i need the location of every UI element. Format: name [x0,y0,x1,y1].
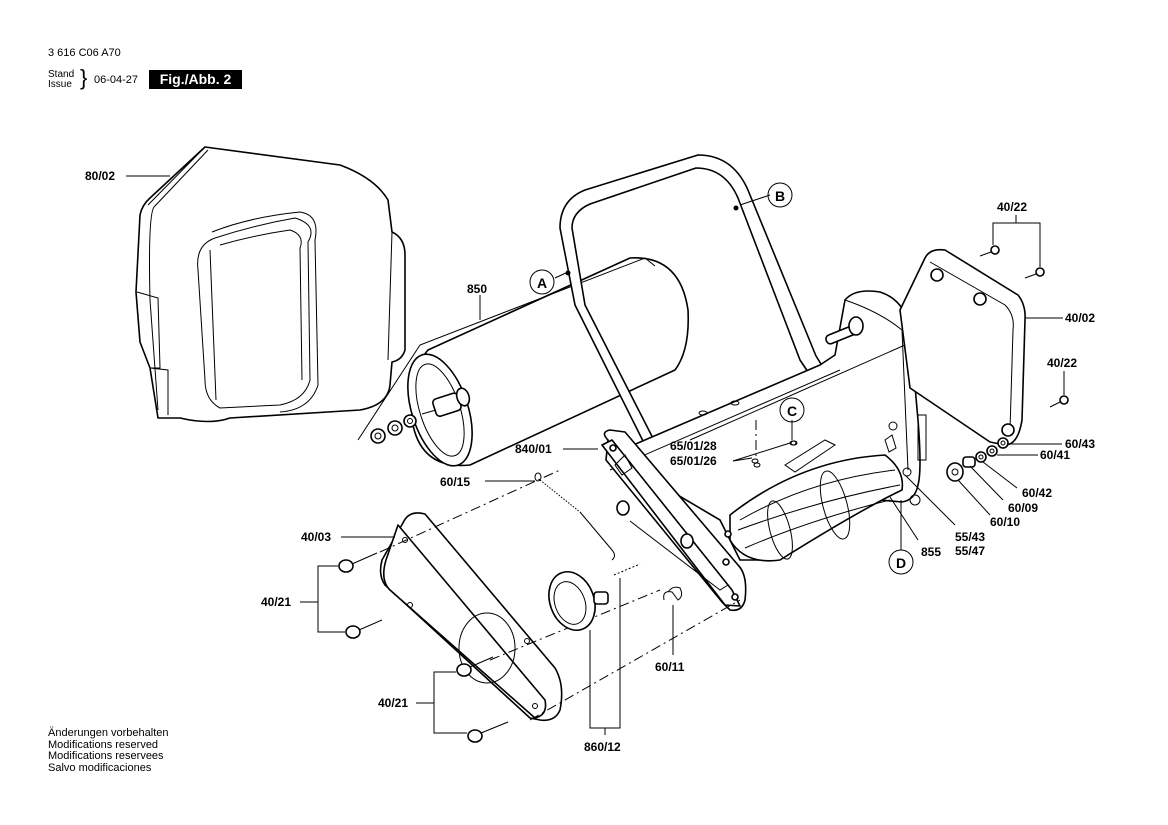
side-plate-part[interactable] [601,429,747,612]
torsion-spring-part[interactable] [663,586,683,601]
stand-label: Stand [48,69,75,80]
note-es: Salvo modificaciones [48,761,152,774]
ref-circle-d: D [896,555,906,571]
label-855: 855 [921,545,941,559]
figure-badge: Fig./Abb. 2 [149,70,242,89]
right-cover-part[interactable] [899,248,1026,446]
label-60-15: 60/15 [440,475,470,489]
left-screws-part[interactable] [338,552,509,743]
label-40-21-lower: 40/21 [378,696,408,710]
left-cover-part[interactable] [379,512,563,722]
label-60-11: 60/11 [655,660,685,674]
note-de: Änderungen vorbehalten [48,727,169,739]
right-screws-part[interactable] [979,245,1069,408]
ref-circle-a: A [537,275,547,291]
tension-spring-part[interactable] [534,472,615,561]
note-en: Modifications reserved [48,738,159,751]
issue-date: 06-04-27 [94,74,139,86]
adjuster-knob-part[interactable] [541,563,641,637]
label-860-12: 860/12 [584,740,621,754]
note-fr: Modifications reservees [48,750,164,762]
document-number: 3 616 C06 A70 [48,47,121,59]
label-60-43: 60/43 [1065,437,1095,451]
label-40-22-right: 40/22 [1047,356,1077,370]
brace-glyph: } [80,65,88,90]
label-60-42: 60/42 [1022,486,1052,500]
ref-circle-c: C [787,403,797,419]
handle-bail-part[interactable] [559,154,827,456]
label-40-02: 40/02 [1065,311,1095,325]
modification-notes: Änderungen vorbehalten Modifications res… [48,727,169,774]
label-60-09: 60/09 [1008,501,1038,515]
grass-box-part[interactable] [135,146,406,423]
label-850: 850 [467,282,487,296]
label-65-01-28: 65/01/28 [670,439,717,453]
label-65-01-26: 65/01/26 [670,454,717,468]
label-40-21-upper: 40/21 [261,595,291,609]
washers-bushings-part[interactable] [946,437,1009,482]
label-55-47: 55/47 [955,544,985,558]
label-60-10: 60/10 [990,515,1020,529]
ref-circle-b: B [775,188,785,204]
roller-part[interactable] [370,257,690,474]
label-40-03: 40/03 [301,530,331,544]
label-80-02: 80/02 [85,169,115,183]
label-40-22-top: 40/22 [997,200,1027,214]
cutting-cylinder-part[interactable] [729,454,904,562]
label-60-41: 60/41 [1040,448,1070,462]
label-840-01: 840/01 [515,442,552,456]
label-55-43: 55/43 [955,530,985,544]
issue-label: Issue [48,79,72,90]
